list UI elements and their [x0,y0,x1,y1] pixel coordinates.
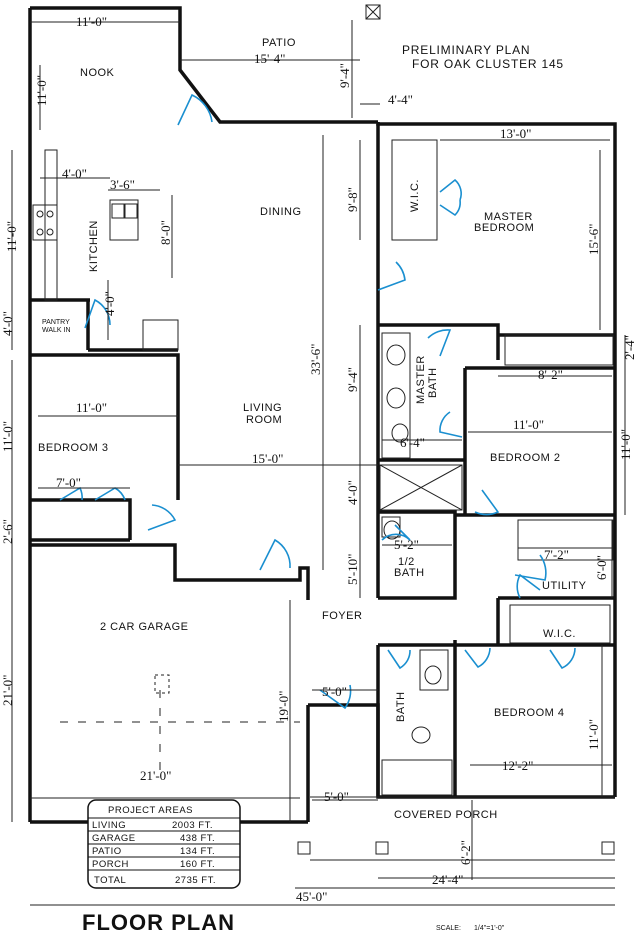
dim-nook-height: 11'-0" [34,75,49,106]
dim-shower-width: 6'-4" [400,435,425,450]
dim-utility-height: 6'-0" [594,555,609,580]
header-line-2: FOR OAK CLUSTER 145 [412,57,564,71]
area-value: 160 FT. [180,859,215,870]
project-areas-table: PROJECT AREAS LIVING 2003 FT. GARAGE 438… [87,799,241,889]
room-label-pantry-1: PANTRY [42,319,70,326]
dim-master-bath-height: 9'-4" [345,367,360,392]
dim-sink-width: 3'-6" [110,177,135,192]
room-label-master-2: BEDROOM [474,222,534,234]
room-label-utility: UTILITY [542,580,587,592]
dim-master-width: 13'-0" [500,126,531,141]
scale-label: SCALE: [436,925,461,932]
dim-utility-width: 7'-2" [544,547,569,562]
area-label: PATIO [92,846,122,857]
room-label-master-bath-1: MASTER [415,355,427,404]
room-label-living-2: ROOM [246,414,282,426]
dim-kitchen-side: 11'-0" [4,221,19,252]
room-label-patio: PATIO [262,37,296,49]
dim-right-small: 2'-4" [622,335,637,360]
area-value: 2003 FT. [172,820,213,831]
room-label-master-bath-2: BATH [427,367,439,398]
dim-porch-height: 6'-2" [458,840,473,865]
room-label-bath: BATH [395,691,407,722]
dim-wic-height: 9'-8" [345,187,360,212]
room-label-bedroom-4: BEDROOM 4 [494,707,565,719]
dim-kitchen-width: 4'-0" [62,166,87,181]
room-label-garage: 2 CAR GARAGE [100,621,189,633]
dim-pantry-side: 4'-0" [0,311,15,336]
dim-bedroom-2-width: 11'-0" [513,417,544,432]
dim-living-width: 15'-0" [252,451,283,466]
dim-porch-entry: 5'-0" [324,789,349,804]
dim-nook-width: 11'-0" [76,14,107,29]
dim-half-bath-width: 5'-2" [394,537,419,552]
room-label-bedroom-3: BEDROOM 3 [38,442,109,454]
floor-plan-title: FLOOR PLAN [82,910,235,932]
header-line-1: PRELIMINARY PLAN [402,43,530,57]
dim-kitchen-height: 8'-0" [158,220,173,245]
dimension-lines [11,20,626,889]
room-label-half-bath-1: 1/2 [398,556,415,568]
dim-left-small: 2'-6" [0,519,15,544]
dim-patio-height: 9'-4" [337,63,352,88]
area-total-label: TOTAL [94,875,126,886]
room-label-dining: DINING [260,206,302,218]
area-label: LIVING [92,820,126,831]
room-label-foyer: FOYER [322,610,362,622]
area-total-value: 2735 FT. [175,875,216,886]
dim-bedroom-4-height: 11'-0" [586,719,601,750]
dim-bedroom-4-width: 12'-2" [502,758,533,773]
scale-value: 1/4"=1'-0" [474,925,505,932]
dim-master-height: 15'-6" [586,224,601,255]
dim-bedroom-2-top: 8'-2" [538,367,563,382]
room-label-wic-master: W.I.C. [409,179,421,212]
dim-patio-width: 15'-4" [254,51,285,66]
area-label: GARAGE [92,833,136,844]
dim-pantry-height: 4'-0" [102,291,117,316]
room-label-nook: NOOK [80,67,115,79]
fixtures [32,4,615,861]
dim-living-height: 33'-6" [308,344,323,375]
dim-shower-height: 4'-0" [345,480,360,505]
room-label-master-1: MASTER [484,211,533,223]
room-label-covered-porch: COVERED PORCH [394,809,498,821]
area-value: 438 FT. [180,833,215,844]
room-label-half-bath-2: BATH [394,567,425,579]
dim-garage-side: 21'-0" [0,675,15,706]
area-label: PORCH [92,859,129,870]
room-label-kitchen: KITCHEN [88,220,100,272]
room-label-pantry-2: WALK IN [42,327,71,334]
dim-half-bath-height: 5'-10" [345,554,360,585]
area-value: 134 FT. [180,846,215,857]
room-label-wic-bedroom-4: W.I.C. [543,628,576,640]
dim-garage-width: 21'-0" [140,768,171,783]
dim-bedroom-3-side: 11'-0" [0,421,15,452]
dim-total-width: 45'-0" [296,889,327,904]
door-swings [59,93,576,710]
dim-patio-offset: 4'-4" [388,92,413,107]
dim-bedroom-3-width: 11'-0" [76,400,107,415]
dim-garage-height: 19'-0" [276,691,291,722]
dim-foyer-width: 5'-0" [322,684,347,699]
room-label-bedroom-2: BEDROOM 2 [490,452,561,464]
room-label-living-1: LIVING [243,402,282,414]
dim-porch-width: 24'-4" [432,872,463,887]
project-areas-title: PROJECT AREAS [108,805,193,816]
dim-closet-width: 7'-0" [56,475,81,490]
dim-bedroom-2-side: 11'-0" [618,429,633,460]
